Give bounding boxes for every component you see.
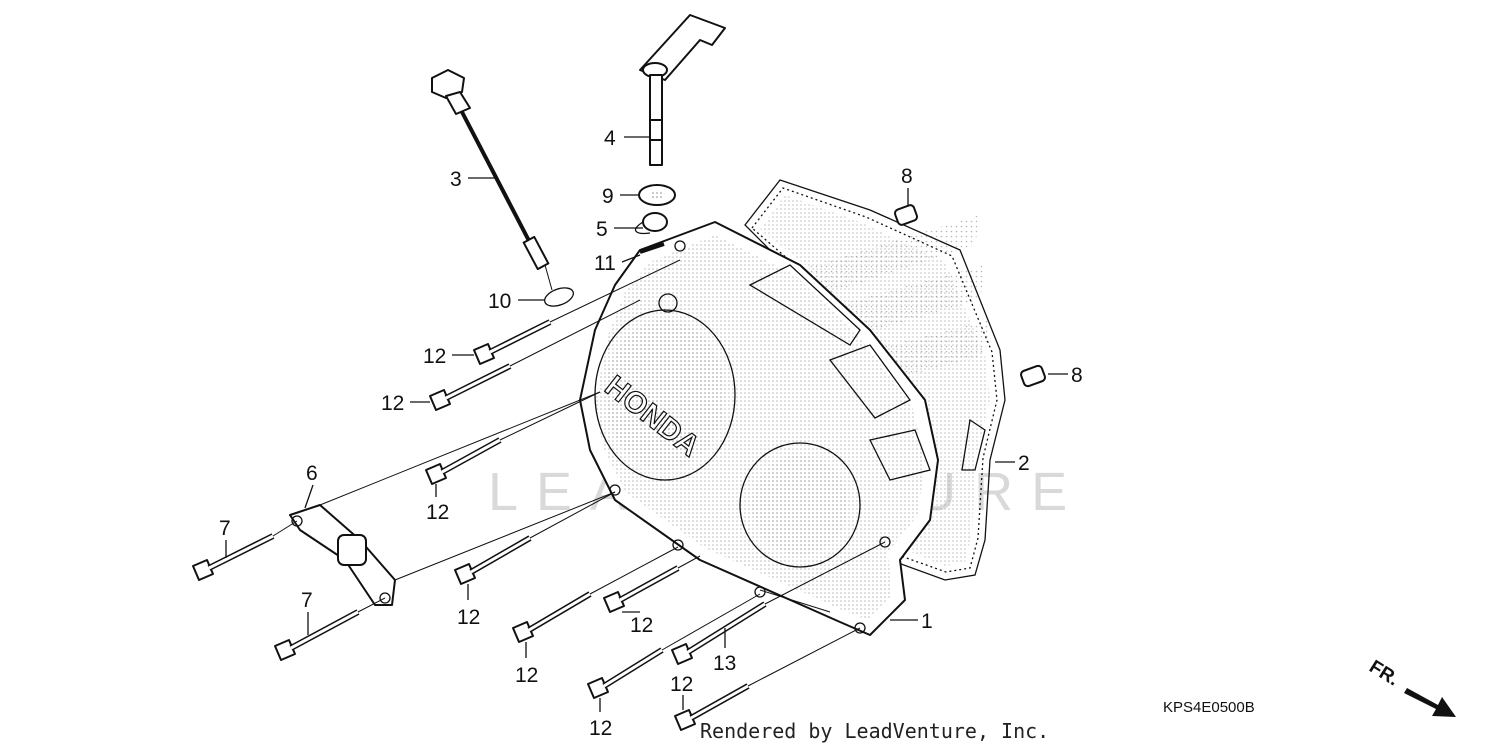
callout-4: 4 xyxy=(604,127,616,150)
bolt-12-f xyxy=(512,591,592,643)
callout-7-a: 7 xyxy=(219,517,231,540)
callout-12-a: 12 xyxy=(423,345,446,368)
callout-1: 1 xyxy=(921,610,933,633)
callout-9: 9 xyxy=(602,185,614,208)
render-credit: Rendered by LeadVenture, Inc. xyxy=(700,719,1049,743)
dowel-collar-right xyxy=(1020,364,1046,388)
callout-13: 13 xyxy=(713,652,736,675)
pin-part xyxy=(639,242,665,254)
callout-2: 2 xyxy=(1018,452,1030,475)
callout-labels: 3 4 9 5 11 10 12 12 12 8 8 2 1 6 7 7 12 … xyxy=(219,127,1083,740)
bolt-set xyxy=(192,319,767,731)
crankcase-cover-part: HONDA xyxy=(579,221,939,636)
callout-12-g: 12 xyxy=(589,717,612,740)
callout-5: 5 xyxy=(596,218,608,241)
shaft-arm-part xyxy=(639,14,726,166)
bolt-12-a xyxy=(473,319,552,365)
callout-10: 10 xyxy=(488,290,511,313)
bracket-part xyxy=(289,504,396,606)
leader-lines xyxy=(225,136,1068,712)
front-label: FR. xyxy=(1365,656,1402,690)
bolt-12-h xyxy=(674,683,750,731)
bolt-7-a xyxy=(192,533,275,581)
diagram-code: KPS4E0500B xyxy=(1163,699,1255,716)
callout-12-f: 12 xyxy=(515,664,538,687)
callout-12-b: 12 xyxy=(381,392,404,415)
bolt-12-b xyxy=(429,363,512,411)
oil-dipstick-part xyxy=(431,69,550,271)
assembly-lines xyxy=(272,259,886,687)
spring-clip-part xyxy=(634,212,668,235)
bolt-12-g xyxy=(587,647,664,699)
callout-12-e: 12 xyxy=(630,614,653,637)
oil-seal-part xyxy=(638,184,676,206)
callout-8-a: 8 xyxy=(901,165,913,188)
callout-12-c: 12 xyxy=(426,501,449,524)
callout-8-b: 8 xyxy=(1071,364,1083,387)
dowel-collar-top xyxy=(893,204,919,226)
o-ring-part xyxy=(543,287,575,307)
bolt-13 xyxy=(671,601,767,665)
callout-7-b: 7 xyxy=(301,589,313,612)
bolt-7-b xyxy=(274,609,360,661)
bolt-12-d xyxy=(454,535,532,585)
callout-12-h: 12 xyxy=(670,673,693,696)
callout-11: 11 xyxy=(594,252,616,275)
bolt-12-c xyxy=(425,437,502,485)
callout-3: 3 xyxy=(450,168,462,191)
bolt-12-e xyxy=(603,565,680,613)
front-direction-indicator: FR. xyxy=(1365,656,1456,717)
front-arrow-icon xyxy=(1404,688,1456,717)
callout-6: 6 xyxy=(306,462,318,485)
callout-12-d: 12 xyxy=(457,606,480,629)
